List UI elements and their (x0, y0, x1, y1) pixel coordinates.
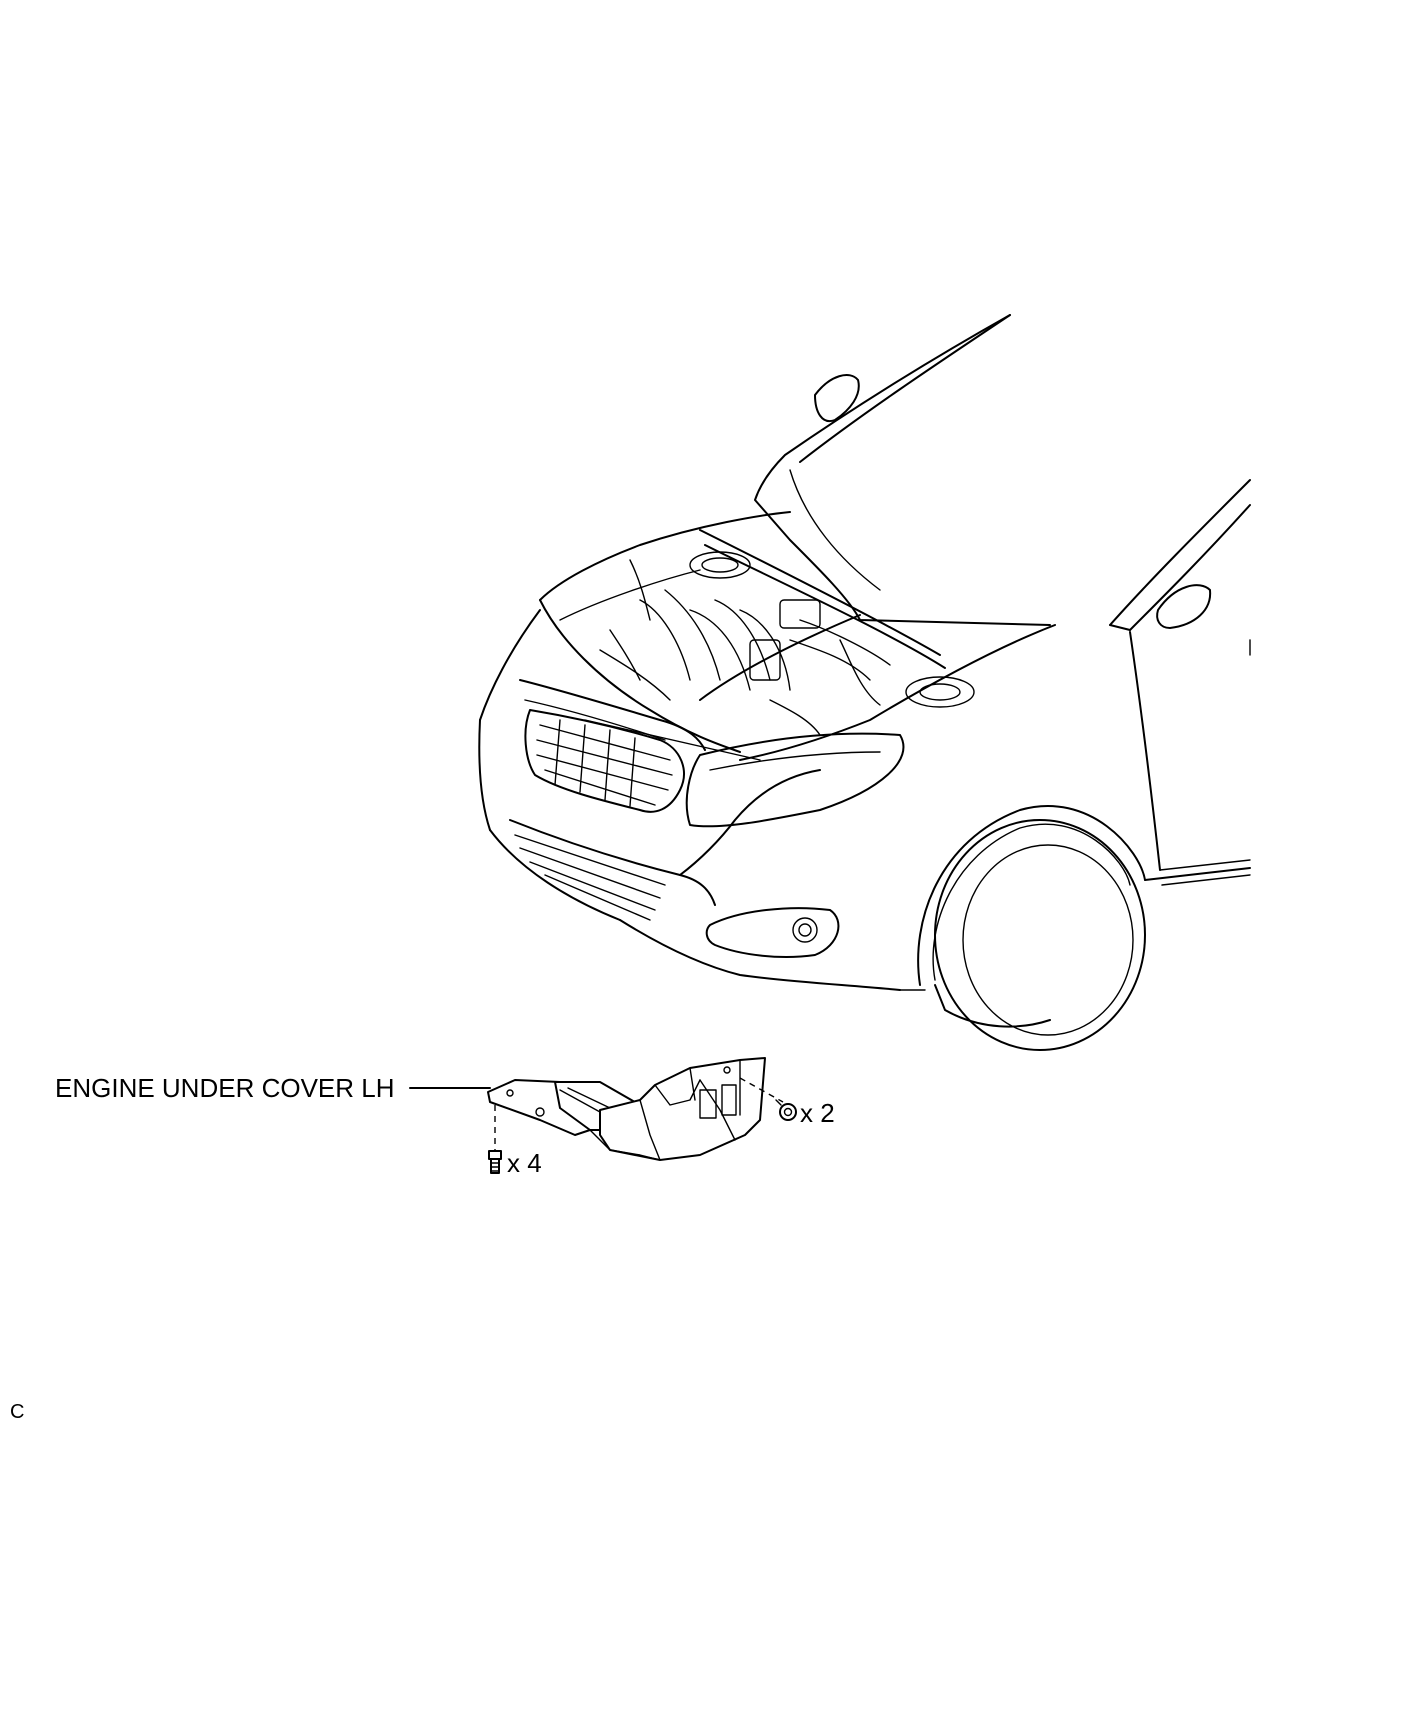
vehicle-illustration (478, 314, 1251, 1051)
engine-under-cover-illustration (487, 1057, 766, 1161)
bolt-fastener-icon (488, 1150, 502, 1174)
part-label-engine-under-cover-lh: ENGINE UNDER COVER LH (55, 1073, 395, 1103)
clip-install-path (739, 1077, 784, 1103)
clip-quantity-label: x 2 (800, 1098, 835, 1128)
figure-corner-mark: C (10, 1401, 25, 1423)
clip-fastener-icon (775, 1099, 797, 1121)
bolt-quantity-label: x 4 (507, 1148, 542, 1178)
